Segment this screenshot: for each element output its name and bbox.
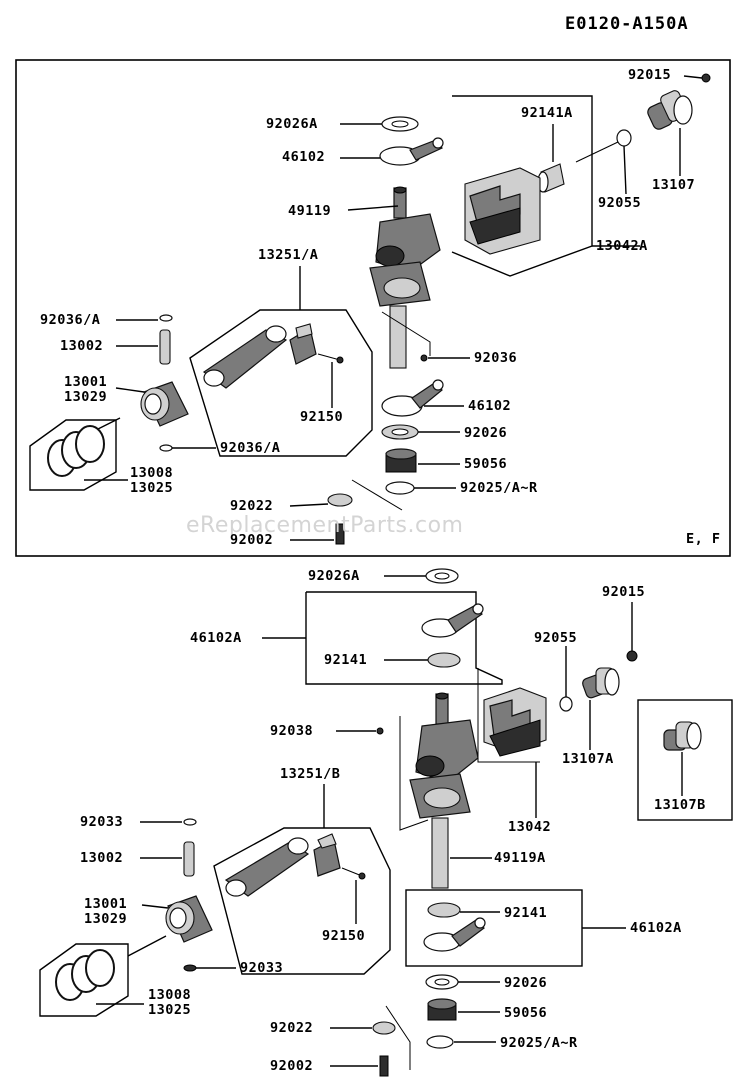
label-92026A: 92026A [266, 116, 318, 132]
label-13025: 13025 [130, 480, 174, 496]
upper-part-92055-washer [575, 129, 632, 195]
lower-part-49119A-crankshaft [399, 692, 492, 889]
label-46102-bot: 46102 [468, 398, 512, 414]
label-13251B: 13251/B [280, 766, 341, 782]
upper-part-92015-bolt [683, 73, 711, 83]
label-13029-lower: 13029 [84, 911, 128, 927]
lower-part-92015-bolt [626, 602, 638, 662]
label-13107B: 13107B [654, 797, 706, 813]
upper-part-59056-gear [385, 448, 460, 473]
upper-box-note: E, F [686, 531, 721, 547]
upper-part-92036-key [420, 354, 470, 362]
label-92036A-top: 92036/A [40, 312, 101, 328]
upper-part-46102-bottom [381, 379, 464, 417]
label-92025: 92025/A~R [460, 480, 538, 496]
label-92036A-bot: 92036/A [220, 440, 281, 456]
label-92036: 92036 [474, 350, 518, 366]
label-92002: 92002 [230, 532, 274, 548]
label-92055: 92055 [598, 195, 642, 211]
upper-part-13002-pin [116, 314, 173, 365]
label-92141-top: 92141 [324, 652, 368, 668]
label-92022-lower: 92022 [270, 1020, 314, 1036]
label-46102A-top: 46102A [190, 630, 242, 646]
label-92015-lower: 92015 [602, 584, 646, 600]
label-13001-lower: 13001 [84, 896, 128, 912]
label-13042A: 13042A [596, 238, 648, 254]
lower-part-13001-piston [127, 895, 213, 957]
label-13002-lower: 13002 [80, 850, 124, 866]
lower-part-13008-rings [39, 943, 144, 1017]
label-13251A: 13251/A [258, 247, 319, 263]
label-92038: 92038 [270, 723, 314, 739]
label-59056-lower: 59056 [504, 1005, 548, 1021]
label-13107: 13107 [652, 177, 696, 193]
upper-frame [15, 59, 731, 557]
lower-part-92055-washer [559, 646, 573, 712]
lower-part-92026-washer [425, 974, 500, 990]
label-92026-lower: 92026 [504, 975, 548, 991]
label-49119A: 49119A [494, 850, 546, 866]
lower-part-46102A-bottom-set [405, 889, 626, 967]
upper-part-46102-top [340, 137, 444, 166]
label-92002-lower: 92002 [270, 1058, 314, 1074]
upper-part-92026-washer [381, 424, 460, 440]
label-92033-top: 92033 [80, 814, 124, 830]
lower-part-13251B-conrod-set [213, 784, 391, 975]
label-92026A-lower: 92026A [308, 568, 360, 584]
watermark: eReplacementParts.com [186, 513, 464, 538]
lower-part-13107B-box [637, 699, 733, 821]
label-46102A-bot: 46102A [630, 920, 682, 936]
upper-part-92025-shim [385, 481, 456, 495]
label-59056: 59056 [464, 456, 508, 472]
upper-part-92026A-washer [340, 116, 419, 132]
label-13008: 13008 [130, 465, 174, 481]
label-92022: 92022 [230, 498, 274, 514]
label-13042: 13042 [508, 819, 552, 835]
label-13008-lower: 13008 [148, 987, 192, 1003]
lower-part-92038-key [336, 727, 384, 735]
label-49119: 49119 [288, 203, 332, 219]
label-92141A: 92141A [521, 105, 573, 121]
upper-part-13251A-conrod-set [189, 266, 373, 457]
upper-part-13042A-assembly [451, 95, 640, 277]
label-13025-lower: 13025 [148, 1002, 192, 1018]
label-13107A: 13107A [562, 751, 614, 767]
lower-part-46102A-top-set [262, 591, 503, 685]
lower-part-92022-92002 [330, 1005, 411, 1077]
label-46102-top: 46102 [282, 149, 326, 165]
label-13001: 13001 [64, 374, 108, 390]
label-92026: 92026 [464, 425, 508, 441]
label-92033-bot: 92033 [240, 960, 284, 976]
diagram-id: E0120-A150A [565, 14, 689, 34]
upper-part-13107-shaft [647, 90, 693, 176]
label-92055-lower: 92055 [534, 630, 578, 646]
label-92150: 92150 [300, 409, 344, 425]
lower-part-13002-pin [140, 818, 197, 877]
label-92015: 92015 [628, 67, 672, 83]
label-92141-bot: 92141 [504, 905, 548, 921]
lower-part-13042-bracket [477, 668, 547, 818]
lower-part-92033-bottom [183, 964, 236, 972]
lower-part-92025-shim [426, 1035, 496, 1049]
upper-part-92022-92002 [289, 479, 403, 545]
upper-part-92036A-clip-bottom [159, 444, 216, 452]
label-13002: 13002 [60, 338, 104, 354]
upper-part-92141A-bearing [537, 124, 565, 193]
upper-part-13008-rings [29, 419, 128, 491]
lower-part-13107A-shaft [582, 667, 620, 750]
lower-part-92026A-washer [384, 568, 459, 584]
label-92025-lower: 92025/A~R [500, 1035, 578, 1051]
upper-part-49119-crankshaft [347, 186, 441, 369]
label-92150-lower: 92150 [322, 928, 366, 944]
lower-part-59056-gear [427, 998, 500, 1021]
label-13029: 13029 [64, 389, 108, 405]
